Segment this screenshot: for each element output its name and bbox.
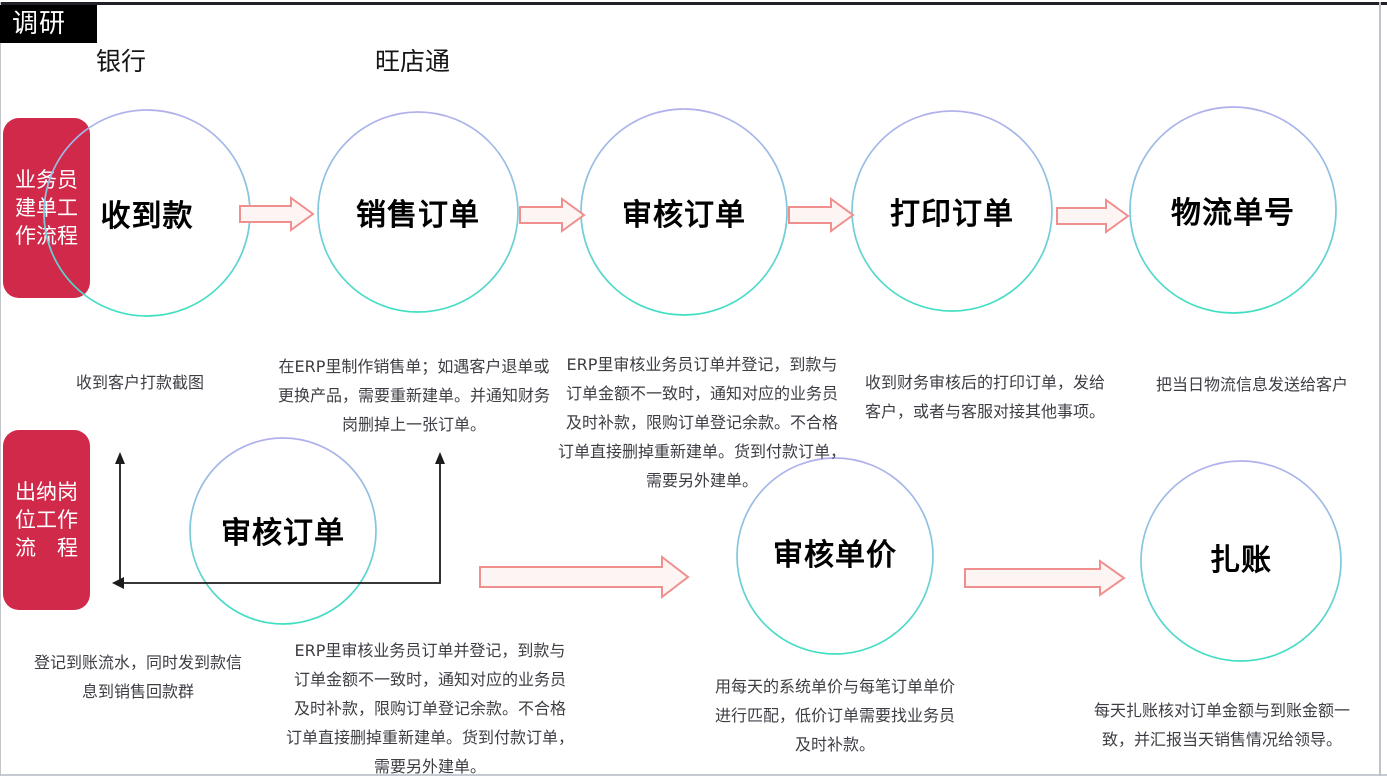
step-description-review-order: ERP里审核业务员订单并登记，到款与 订单金额不一致时，通知对应的业务员 及时补… [557,355,847,490]
circle-logistics-number [1129,106,1337,314]
research-badge: 调研 [0,5,97,43]
step-title-print-order: 打印订单 [890,197,1014,232]
feedback-arrowhead-up-right [435,452,445,464]
step-description-print-order: 收到财务审核后的打印订单，发给 客户，或者与客服对接其他事项。 [864,373,1106,421]
circle-review-order-cashier [189,437,377,625]
note-register-bank-flow: 登记到账流水，同时发到款信 息到销售回款群 [33,653,243,701]
arrow-review-to-unitprice [479,554,690,600]
column-header-wangdiantong: 旺店通 [375,47,451,76]
feedback-connector [119,460,441,584]
circle-sales-order [317,111,519,313]
step-title-review-unit-price: 审核单价 [773,538,897,573]
arrow-step4-step5 [1056,198,1130,234]
slide-left-border [0,2,1,776]
flow-label-salesperson-process: 业务员 建单工 作流程 [3,118,90,298]
slide-bottom-border [0,774,1387,776]
circle-review-unit-price [736,457,934,655]
circle-reconcile-accounts [1140,460,1342,662]
feedback-arrowhead-up-left [115,452,125,464]
arrow-step3-step4 [788,197,855,233]
step-title-reconcile: 扎账 [1210,543,1272,578]
step-title-received-payment: 收到款 [100,199,194,234]
step-description-logistics-number: 把当日物流信息发送给客户 [1155,375,1349,394]
slide-top-border [0,2,1387,5]
step-title-review-order-cashier: 审核订单 [221,516,345,551]
slide-right-border [1379,2,1381,776]
step-description-reconcile: 每天扎账核对订单金额与到账金额一 致，并汇报当天销售情况给领导。 [1093,701,1351,749]
arrow-unitprice-to-reconcile [964,559,1126,597]
step-description-received-payment: 收到客户打款截图 [75,373,205,392]
arrow-step1-step2 [239,196,315,232]
feedback-arrowhead-left [112,577,124,589]
step-description-review-order-cashier: ERP里审核业务员订单并登记，到款与 订单金额不一致时，通知对应的业务员 及时补… [285,641,575,776]
step-description-sales-order: 在ERP里制作销售单；如遇客户退单或 更换产品，需要重新建单。并通知财务 岗删掉… [277,357,551,434]
step-title-review-order: 审核订单 [622,198,746,233]
column-header-bank: 银行 [96,47,147,76]
step-title-logistics-number: 物流单号 [1171,196,1295,231]
step-description-review-unit-price: 用每天的系统单价与每笔订单单价 进行匹配，低价订单需要找业务员 及时补款。 [714,677,956,754]
flow-label-cashier-process: 出纳岗 位工作 流 程 [3,430,90,610]
circle-print-order [851,110,1053,312]
step-title-sales-order: 销售订单 [356,198,480,233]
arrow-step2-step3 [519,197,586,233]
